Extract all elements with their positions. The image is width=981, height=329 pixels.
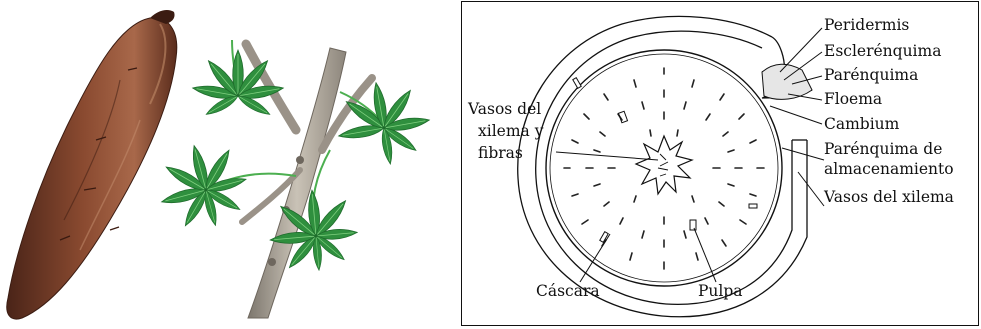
label-cascara: Cáscara bbox=[536, 282, 600, 300]
label-vasos-xilema: Vasos del xilema bbox=[824, 188, 954, 206]
label-vasos-fibras-3: fibras bbox=[478, 144, 523, 162]
leader-cascara bbox=[580, 234, 610, 282]
leader-cambium bbox=[770, 106, 822, 124]
label-vasos-fibras-1: Vasos del bbox=[468, 100, 541, 118]
leader-peridermis bbox=[780, 28, 822, 72]
leader-vasos-fibras bbox=[556, 152, 658, 160]
label-esclerenquima: Esclerénquima bbox=[824, 42, 941, 60]
cassava-cross-section-panel: Peridermis Esclerénquima Parénquima Floe… bbox=[461, 1, 979, 326]
label-cambium: Cambium bbox=[824, 115, 899, 133]
label-parenquima-almacenamiento-1: Parénquima de bbox=[824, 140, 942, 158]
cassava-illustration bbox=[0, 0, 455, 329]
label-parenquima: Parénquima bbox=[824, 66, 918, 84]
label-parenquima-almacenamiento-2: almacenamiento bbox=[824, 160, 954, 178]
cassava-root bbox=[7, 10, 177, 319]
leader-parenquima-almac bbox=[782, 148, 824, 160]
central-pith bbox=[636, 136, 692, 194]
cassava-plant-branch bbox=[160, 40, 430, 318]
label-peridermis: Peridermis bbox=[824, 16, 909, 34]
label-pulpa: Pulpa bbox=[698, 282, 743, 300]
label-floema: Floema bbox=[824, 90, 882, 108]
leader-vasos-xilema bbox=[798, 172, 824, 206]
parenchyma-flap bbox=[762, 64, 812, 99]
label-vasos-fibras-2: xilema y bbox=[478, 122, 543, 140]
